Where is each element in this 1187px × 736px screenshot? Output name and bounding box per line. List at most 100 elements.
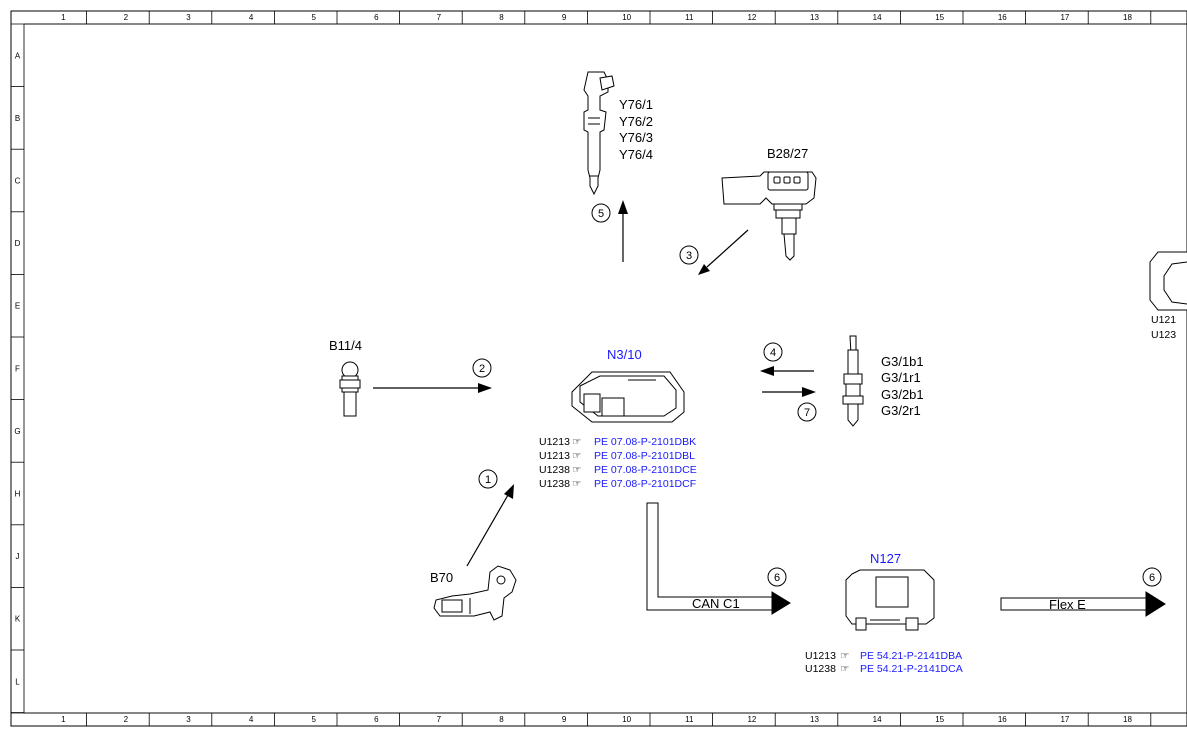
o2-label-2: G3/1r1	[881, 370, 921, 385]
svg-text:U1213: U1213	[805, 650, 836, 662]
step-5-marker: 5	[591, 203, 611, 223]
arrow-to-o2	[762, 387, 816, 397]
ecu-doc-link-3[interactable]: PE 07.08-P-2101DCE	[594, 464, 697, 476]
step-4-marker: 4	[763, 342, 783, 362]
partial-component-icon	[1149, 251, 1187, 311]
svg-text:☞: ☞	[840, 650, 849, 662]
column-label: 15	[935, 715, 944, 724]
injector-icon[interactable]	[583, 71, 615, 196]
column-label: 4	[249, 715, 254, 724]
column-label: 17	[1060, 13, 1069, 22]
column-label: 7	[437, 715, 442, 724]
column-label: 9	[562, 13, 567, 22]
oxygen-sensor-icon[interactable]	[842, 335, 864, 427]
step-6-marker-flex: 6	[1142, 567, 1162, 587]
module-label: N127	[870, 551, 901, 566]
crank-sensor-label: B70	[430, 570, 453, 585]
row-label: J	[16, 552, 20, 561]
column-label: 18	[1123, 13, 1132, 22]
column-label: 10	[622, 715, 631, 724]
svg-text:2: 2	[479, 363, 485, 375]
column-label: 11	[685, 715, 694, 724]
svg-text:☞: ☞	[572, 436, 581, 448]
column-label: 7	[437, 13, 442, 22]
row-label: G	[14, 427, 20, 436]
injector-label-4: Y76/4	[619, 147, 653, 162]
row-label: A	[15, 51, 21, 60]
ecu-icon[interactable]	[571, 371, 685, 423]
svg-text:U1238: U1238	[805, 663, 836, 675]
svg-text:U1238: U1238	[539, 464, 570, 476]
pressure-sensor-icon[interactable]	[721, 171, 817, 261]
svg-text:☞: ☞	[572, 478, 581, 490]
crank-sensor-icon[interactable]	[433, 565, 517, 621]
row-label: D	[15, 239, 21, 248]
column-label: 17	[1060, 715, 1069, 724]
svg-text:☞: ☞	[572, 450, 581, 462]
ecu-doc-link-4[interactable]: PE 07.08-P-2101DCF	[594, 478, 696, 490]
arrow-from-pressure-sensor	[698, 229, 749, 275]
injector-label-3: Y76/3	[619, 130, 653, 145]
column-label: 5	[311, 715, 316, 724]
column-label: 11	[685, 13, 694, 22]
injector-label-2: Y76/2	[619, 114, 653, 129]
column-label: 15	[935, 13, 944, 22]
column-label: 12	[747, 13, 756, 22]
svg-text:6: 6	[1149, 572, 1155, 584]
temp-sensor-icon[interactable]	[339, 361, 361, 417]
column-label: 14	[873, 13, 882, 22]
svg-text:1: 1	[485, 474, 491, 486]
svg-text:U1238: U1238	[539, 478, 570, 490]
column-label: 10	[622, 13, 631, 22]
step-2-marker: 2	[472, 358, 492, 378]
column-label: 16	[998, 715, 1007, 724]
column-label: 18	[1123, 715, 1132, 724]
svg-text:☞: ☞	[840, 663, 849, 675]
row-ticks	[11, 86, 24, 713]
flex-bus-line	[1000, 591, 1166, 617]
row-label: B	[15, 114, 20, 123]
svg-text:4: 4	[770, 347, 776, 359]
partial-label-2: U123	[1151, 329, 1176, 341]
column-ticks	[86, 11, 1152, 726]
svg-text:6: 6	[774, 572, 780, 584]
ecu-doc-link-1[interactable]: PE 07.08-P-2101DBK	[594, 436, 696, 448]
column-label: 3	[186, 715, 191, 724]
svg-text:U1213: U1213	[539, 436, 570, 448]
column-label: 1	[61, 13, 66, 22]
column-label: 3	[186, 13, 191, 22]
flex-bus-label: Flex E	[1049, 597, 1086, 612]
module-icon[interactable]	[845, 569, 935, 631]
step-1-marker: 1	[478, 469, 498, 489]
module-doc-link-1[interactable]: PE 54.21-P-2141DBA	[860, 650, 962, 662]
svg-text:☞: ☞	[572, 464, 581, 476]
row-label: E	[15, 302, 20, 311]
svg-text:U1213: U1213	[539, 450, 570, 462]
o2-label-3: G3/2b1	[881, 387, 924, 402]
arrow-from-crank-sensor	[466, 484, 514, 567]
svg-text:3: 3	[686, 250, 692, 262]
column-label: 2	[124, 715, 129, 724]
row-label: C	[15, 177, 21, 186]
module-reference-list: U1213 U1238 ☞ ☞ PE 54.21-P-2141DBA PE 54…	[805, 650, 963, 675]
column-label: 13	[810, 13, 819, 22]
can-bus-line	[646, 502, 791, 615]
injector-label-1: Y76/1	[619, 97, 653, 112]
ecu-doc-link-2[interactable]: PE 07.08-P-2101DBL	[594, 450, 695, 462]
can-bus-label: CAN C1	[692, 596, 740, 611]
column-label: 1	[61, 715, 66, 724]
arrow-to-ecu-from-o2	[760, 366, 814, 376]
column-labels: 1122334455667788991010111112121313141415…	[61, 13, 1132, 724]
o2-label-1: G3/1b1	[881, 354, 924, 369]
temp-sensor-label: B11/4	[329, 338, 362, 353]
module-doc-link-2[interactable]: PE 54.21-P-2141DCA	[860, 663, 963, 675]
column-label: 8	[499, 715, 504, 724]
column-label: 13	[810, 715, 819, 724]
drawing-frame	[10, 10, 1187, 727]
step-6-marker-can: 6	[767, 567, 787, 587]
column-label: 14	[873, 715, 882, 724]
column-label: 12	[747, 715, 756, 724]
step-7-marker: 7	[797, 402, 817, 422]
